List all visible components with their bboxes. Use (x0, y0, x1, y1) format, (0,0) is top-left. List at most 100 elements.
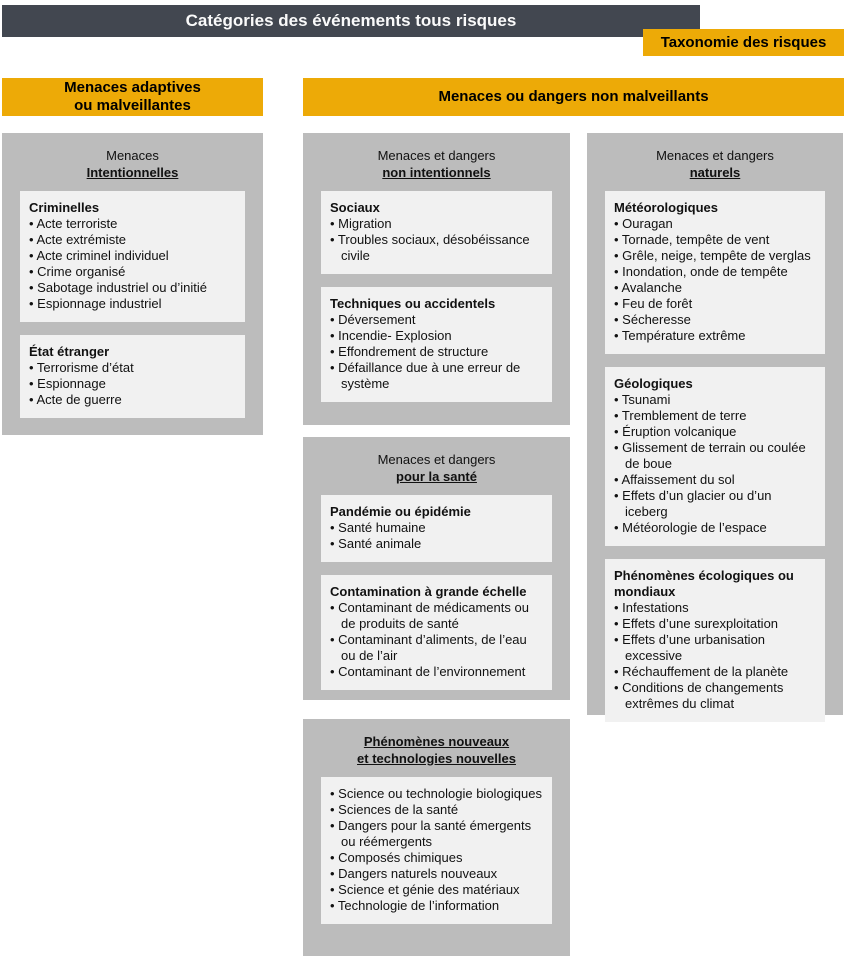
category-box-sociaux: Sociaux • Migration• Troubles sociaux, d… (321, 191, 552, 274)
branch-malicious-line1: Menaces adaptives (64, 79, 201, 96)
list-item: • Effets d’une surexploitation (614, 616, 779, 631)
category-title: Criminelles (29, 200, 100, 215)
list-item: • Ouragan (614, 216, 673, 231)
category-items: • Contaminant de médicaments ou de produ… (330, 600, 544, 680)
list-item: • Effets d’une urbanisation excessive (614, 632, 766, 663)
category-box-contamination: Contamination à grande échelle • Contami… (321, 575, 552, 690)
list-item: • Troubles sociaux, désobéissance civile (330, 232, 530, 263)
category-items: • Migration• Troubles sociaux, désobéiss… (330, 216, 544, 264)
list-item: • Acte terroriste (29, 216, 118, 231)
list-item: • Contaminant de médicaments ou de produ… (330, 600, 529, 631)
panel-header-line2: naturels (689, 165, 741, 180)
list-item: • Espionnage industriel (29, 296, 162, 311)
list-item: • Dangers pour la santé émergents ou réé… (330, 818, 532, 849)
category-title: Phénomènes écologiques ou mondiaux (614, 568, 794, 599)
panel-header-line2: Intentionnelles (86, 165, 179, 180)
list-item: • Acte extrémiste (29, 232, 127, 247)
panel-header: Menaces et dangers naturels (605, 147, 825, 181)
list-item: • Composés chimiques (330, 850, 463, 865)
branch-non-malicious-label: Menaces ou dangers non malveillants (438, 88, 709, 105)
list-item: • Santé animale (330, 536, 422, 551)
taxonomy-label-text: Taxonomie des risques (660, 34, 827, 51)
category-box-pandemie: Pandémie ou épidémie • Santé humaine• Sa… (321, 495, 552, 562)
category-title: État étranger (29, 344, 110, 359)
category-items: • Science ou technologie biologiques• Sc… (330, 786, 544, 914)
category-title: Géologiques (614, 376, 693, 391)
category-title: Pandémie ou épidémie (330, 504, 471, 519)
list-item: • Contaminant d’aliments, de l’eau ou de… (330, 632, 527, 663)
list-item: • Incendie- Explosion (330, 328, 452, 343)
list-item: • Sciences de la santé (330, 802, 459, 817)
list-item: • Terrorisme d’état (29, 360, 134, 375)
panel-header-line1: Phénomènes nouveaux (363, 734, 510, 749)
list-item: • Technologie de l’information (330, 898, 500, 913)
category-box-geologiques: Géologiques • Tsunami• Tremblement de te… (605, 367, 825, 546)
list-item: • Feu de forêt (614, 296, 693, 311)
list-item: • Sécheresse (614, 312, 691, 327)
list-item: • Effondrement de structure (330, 344, 489, 359)
panel-header: Menaces Intentionnelles (20, 147, 245, 181)
list-item: • Acte criminel individuel (29, 248, 169, 263)
category-items: • Santé humaine• Santé animale (330, 520, 544, 552)
list-item: • Grêle, neige, tempête de verglas (614, 248, 811, 263)
list-item: • Dangers naturels nouveaux (330, 866, 498, 881)
list-item: • Éruption volcanique (614, 424, 737, 439)
panel-menaces-non-intentionnels: Menaces et dangers non intentionnels Soc… (303, 133, 570, 425)
category-box-meteorologiques: Météorologiques • Ouragan• Tornade, temp… (605, 191, 825, 354)
taxonomy-label: Taxonomie des risques (643, 29, 844, 56)
category-box-techniques-accidentels: Techniques ou accidentels • Déversement•… (321, 287, 552, 402)
list-item: • Glissement de terrain ou coulée de bou… (614, 440, 806, 471)
list-item: • Déversement (330, 312, 416, 327)
list-item: • Espionnage (29, 376, 106, 391)
list-item: • Réchauffement de la planète (614, 664, 789, 679)
page-title: Catégories des événements tous risques (185, 11, 517, 30)
list-item: • Météorologie de l’espace (614, 520, 767, 535)
category-box-etat-etranger: État étranger • Terrorisme d’état• Espio… (20, 335, 245, 418)
panel-header-line2: non intentionnels (382, 165, 491, 180)
category-title: Sociaux (330, 200, 380, 215)
panel-header: Menaces et dangers non intentionnels (321, 147, 552, 181)
list-item: • Défaillance due à une erreur de systèm… (330, 360, 521, 391)
page-title-banner: Catégories des événements tous risques (2, 5, 700, 37)
panel-header-line1: Menaces et dangers (656, 148, 774, 163)
panel-header: Menaces et dangers pour la santé (321, 451, 552, 485)
category-box-criminelles: Criminelles • Acte terroriste• Acte extr… (20, 191, 245, 322)
list-item: • Acte de guerre (29, 392, 122, 407)
list-item: • Sabotage industriel ou d’initié (29, 280, 208, 295)
list-item: • Crime organisé (29, 264, 126, 279)
branch-malicious-line2: ou malveillantes (74, 97, 191, 114)
category-box-phenomenes-nouveaux: • Science ou technologie biologiques• Sc… (321, 777, 552, 924)
list-item: • Science ou technologie biologiques (330, 786, 542, 801)
category-items: • Acte terroriste• Acte extrémiste• Acte… (29, 216, 237, 312)
panel-header-line1: Menaces (106, 148, 159, 163)
panel-header: Phénomènes nouveaux et technologies nouv… (321, 733, 552, 767)
list-item: • Contaminant de l’environnement (330, 664, 526, 679)
branch-non-malicious-header: Menaces ou dangers non malveillants (303, 78, 844, 116)
category-items: • Tsunami• Tremblement de terre• Éruptio… (614, 392, 817, 536)
category-items: • Infestations• Effets d’une surexploita… (614, 600, 817, 712)
list-item: • Infestations (614, 600, 689, 615)
list-item: • Tremblement de terre (614, 408, 747, 423)
category-items: • Déversement• Incendie- Explosion• Effo… (330, 312, 544, 392)
panel-header-line2: et technologies nouvelles (357, 751, 516, 766)
list-item: • Température extrême (614, 328, 746, 343)
list-item: • Migration (330, 216, 392, 231)
category-items: • Terrorisme d’état• Espionnage• Acte de… (29, 360, 237, 408)
category-title: Contamination à grande échelle (330, 584, 527, 599)
panel-header-line1: Menaces et dangers (377, 148, 496, 163)
category-title: Techniques ou accidentels (330, 296, 496, 311)
panel-menaces-sante: Menaces et dangers pour la santé Pandémi… (303, 437, 570, 700)
list-item: • Inondation, onde de tempête (614, 264, 788, 279)
list-item: • Effets d’un glacier ou d’un iceberg (614, 488, 772, 519)
branch-malicious-header: Menaces adaptives ou malveillantes (2, 78, 263, 116)
list-item: • Science et génie des matériaux (330, 882, 520, 897)
category-title: Météorologiques (614, 200, 719, 215)
list-item: • Avalanche (614, 280, 682, 295)
panel-header-line1: Menaces et dangers (377, 452, 496, 467)
panel-menaces-naturels: Menaces et dangers naturels Météorologiq… (587, 133, 843, 722)
list-item: • Tsunami (614, 392, 671, 407)
panel-phenomenes-nouveaux: Phénomènes nouveaux et technologies nouv… (303, 719, 570, 956)
category-box-ecologiques-mondiaux: Phénomènes écologiques ou mondiaux • Inf… (605, 559, 825, 722)
category-items: • Ouragan• Tornade, tempête de vent• Grê… (614, 216, 817, 344)
panel-header-line2: pour la santé (396, 469, 477, 484)
